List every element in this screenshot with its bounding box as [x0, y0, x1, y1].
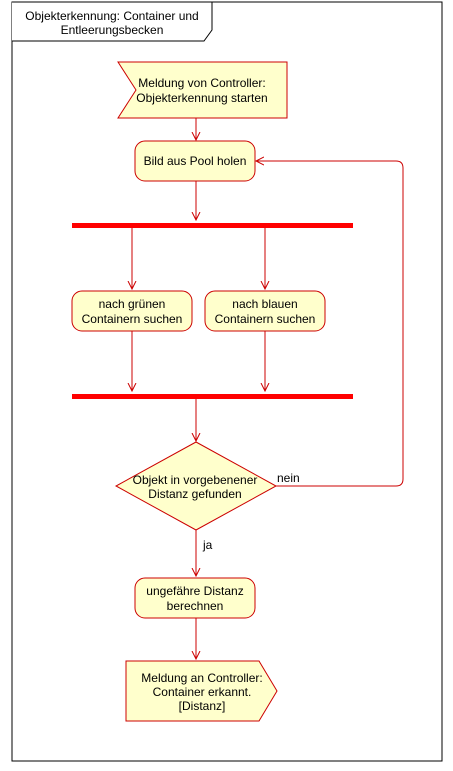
receive-signal-node [117, 61, 288, 119]
decision-line1: Objekt in vorgebenener [133, 473, 258, 487]
send-signal-line2: Container erkannt. [153, 685, 252, 699]
frame-title-line2: Entleerungsbecken [61, 23, 164, 37]
get-image-label: Bild aus Pool holen [144, 154, 247, 168]
edge-yes-label: ja [202, 538, 213, 552]
send-signal-line1: Meldung an Controller: [141, 671, 262, 685]
search-blue-line1: nach blauen [232, 297, 297, 311]
send-signal-node [125, 660, 278, 722]
edge-no-loop [256, 161, 404, 487]
search-green-line2: Containern suchen [82, 312, 183, 326]
compute-distance-node [134, 577, 256, 619]
frame-title-tab [12, 1, 213, 42]
search-green-line1: nach grünen [99, 297, 166, 311]
diagram-frame [11, 1, 443, 762]
join-bar [72, 394, 353, 399]
edge-no-label: nein [277, 471, 300, 485]
search-blue-line2: Containern suchen [215, 312, 316, 326]
compute-distance-line2: berechnen [167, 599, 224, 613]
send-signal-line3: [Distanz] [179, 699, 226, 713]
decision-line2: Distanz gefunden [148, 487, 241, 501]
frame-title-line1: Objekterkennung: Container und [25, 9, 198, 23]
fork-bar [72, 223, 353, 228]
compute-distance-line1: ungefähre Distanz [146, 584, 243, 598]
receive-signal-line2: Objekterkennung starten [136, 91, 267, 105]
receive-signal-line1: Meldung von Controller: [138, 76, 265, 90]
